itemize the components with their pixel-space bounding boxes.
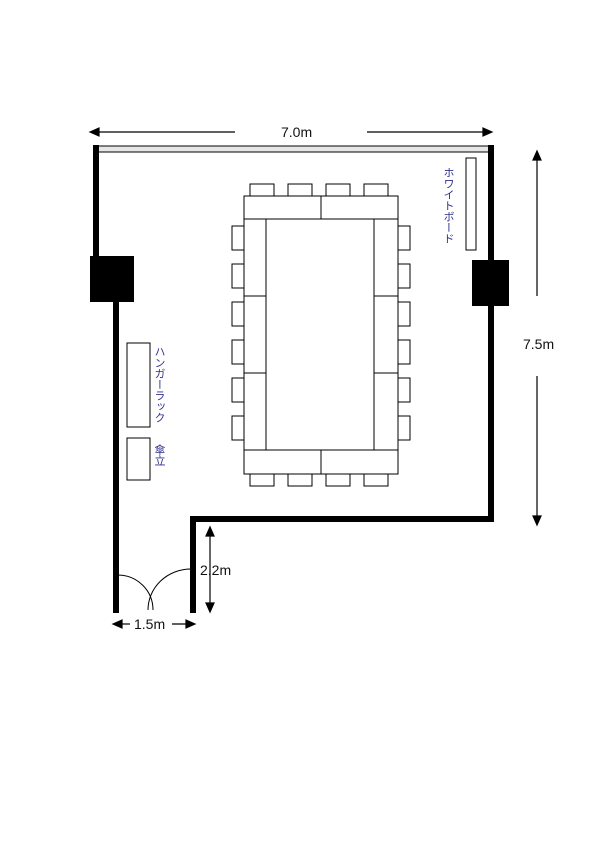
- pillar-left: [90, 256, 134, 302]
- chair: [397, 377, 411, 403]
- chair: [231, 415, 245, 441]
- table-left-2: [243, 295, 267, 374]
- chair: [231, 339, 245, 365]
- dimension-arrows: [88, 127, 542, 629]
- door[interactable]: [117, 568, 192, 611]
- hanger-rack-label: ハンガーラック: [153, 346, 166, 423]
- chair: [397, 225, 411, 251]
- walls: [93, 145, 494, 613]
- whiteboard-label: ホワイトボード: [442, 167, 455, 244]
- dimension-height-label: 7.5m: [523, 336, 555, 352]
- chair: [363, 473, 389, 487]
- table-right-3: [373, 372, 399, 451]
- dimension-notch-label: 2.2m: [200, 562, 232, 578]
- chair: [363, 183, 389, 197]
- table-top-left: [243, 195, 322, 220]
- arrow-head: [532, 149, 542, 161]
- chair: [287, 183, 313, 197]
- arrow-head: [205, 602, 215, 614]
- table-right-1: [373, 218, 399, 297]
- umbrella-stand: [126, 437, 151, 481]
- chair: [325, 183, 351, 197]
- chair: [287, 473, 313, 487]
- arrow-head: [88, 127, 100, 137]
- arrow-head: [532, 515, 542, 527]
- chair: [249, 183, 275, 197]
- chairs-left: [231, 225, 245, 441]
- arrow-head: [482, 127, 494, 137]
- chairs-bottom: [249, 473, 389, 487]
- chairs-top: [249, 183, 389, 197]
- table-top-right: [320, 195, 399, 220]
- table-group: [243, 195, 399, 475]
- table-left-3: [243, 372, 267, 451]
- chair: [231, 225, 245, 251]
- table-bottom-right: [320, 449, 399, 475]
- dimension-door-label: 1.5m: [134, 616, 166, 632]
- chair: [397, 415, 411, 441]
- chair: [397, 301, 411, 327]
- hanger-rack: [126, 342, 151, 428]
- chairs-right: [397, 225, 411, 441]
- arrow-head: [185, 619, 197, 629]
- dimension-width-label: 7.0m: [281, 124, 313, 140]
- arrow-head: [111, 619, 123, 629]
- pillar-right: [472, 260, 509, 306]
- chair: [231, 301, 245, 327]
- whiteboard: [465, 157, 477, 251]
- chair: [397, 339, 411, 365]
- table-left-1: [243, 218, 267, 297]
- table-bottom-left: [243, 449, 322, 475]
- chair: [249, 473, 275, 487]
- arrow-head: [205, 525, 215, 537]
- chair: [231, 377, 245, 403]
- umbrella-stand-label: 傘立: [153, 444, 166, 466]
- window-top: [95, 145, 493, 153]
- chair: [325, 473, 351, 487]
- chair: [231, 263, 245, 289]
- chair: [397, 263, 411, 289]
- table-right-2: [373, 295, 399, 374]
